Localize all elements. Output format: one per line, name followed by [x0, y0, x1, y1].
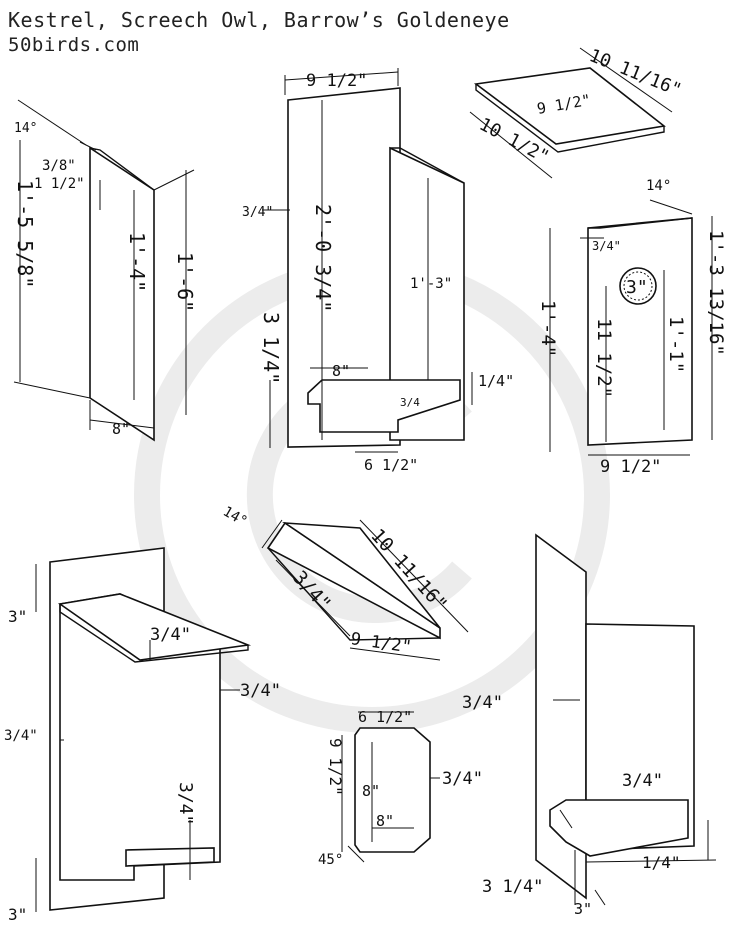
- dim-label: 3/4: [400, 396, 420, 409]
- dim-label: 14°: [220, 504, 250, 531]
- roof-angled-drawing: [261, 519, 469, 661]
- dim-label: 3/4": [442, 769, 483, 789]
- dim-label: 1'-5 5/8": [13, 180, 37, 288]
- plan-title: Kestrel, Screech Owl, Barrow’s Goldeneye: [8, 8, 510, 32]
- assembled-front-drawing: [535, 533, 717, 906]
- site-name: 50birds.com: [8, 34, 140, 56]
- dim-label: 3/8": [42, 158, 76, 174]
- dim-label: 1'-1": [665, 316, 687, 373]
- dim-label: 1 1/2": [34, 176, 85, 192]
- dim-label: 1/4": [478, 372, 514, 390]
- dim-label: 3/4": [622, 771, 663, 791]
- dim-label: 8": [376, 812, 394, 830]
- dim-label: 9 1/2": [326, 738, 345, 796]
- dim-label: 3 1/4": [482, 877, 543, 897]
- dim-label: 9 1/2": [600, 457, 661, 477]
- dim-label: 3": [574, 900, 592, 918]
- dim-label: 3/4": [4, 728, 38, 744]
- dim-label: 3/4": [592, 239, 621, 253]
- dim-label: 1'-6": [173, 252, 197, 312]
- dim-label: 8": [112, 420, 130, 438]
- dim-label: 2'-0 3/4": [311, 204, 335, 312]
- dim-label: 3/4": [240, 681, 281, 701]
- dim-label: 3": [8, 905, 27, 924]
- dim-label: 3/4": [462, 693, 503, 713]
- dim-label: 3/4": [242, 205, 273, 220]
- dim-label: 6 1/2": [364, 456, 418, 474]
- dim-label: 3": [626, 277, 648, 298]
- dim-label: 11 1/2": [593, 318, 615, 398]
- floor-board-drawing: [341, 711, 440, 863]
- dim-label: 1'-3 13/16": [705, 230, 727, 356]
- dim-label: 1/4": [642, 853, 681, 872]
- side-board-drawing: [13, 99, 195, 442]
- dim-label: 14°: [14, 121, 37, 136]
- dim-label: 3/4": [175, 782, 196, 825]
- roof-drawing: [469, 47, 673, 179]
- dim-label: 9 1/2": [349, 629, 413, 657]
- dim-label: 14°: [646, 178, 671, 194]
- dim-label: 6 1/2": [358, 708, 412, 726]
- assembled-side-drawing: [35, 547, 252, 912]
- dim-label: 1'-4": [537, 300, 559, 357]
- front-board-drawing: [549, 199, 713, 456]
- dim-label: 3": [8, 607, 27, 626]
- back-front-floor-drawing: [262, 68, 473, 453]
- dim-label: 8": [362, 782, 380, 800]
- dim-label: 45°: [318, 852, 343, 868]
- dim-label: 3/4": [150, 625, 191, 645]
- dim-label: 8": [332, 362, 350, 380]
- dim-label: 9 1/2": [306, 71, 367, 91]
- dim-label: 3 1/4": [259, 312, 283, 384]
- dim-label: 1'-4": [125, 232, 149, 292]
- dim-label: 1'-3": [410, 276, 452, 292]
